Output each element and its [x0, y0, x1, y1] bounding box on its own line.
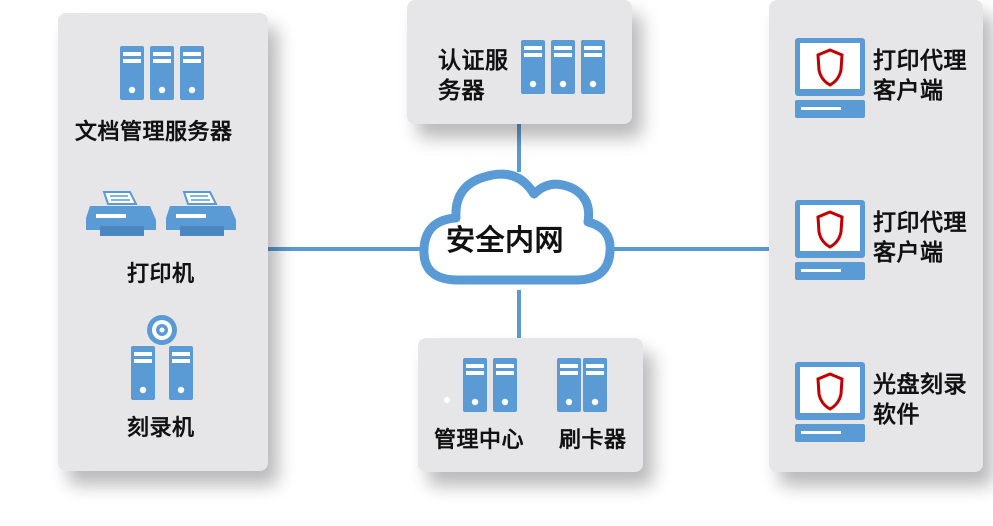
auth-server-label-line2: 务器: [438, 78, 485, 104]
client-label-line1: 打印代理: [873, 210, 967, 236]
client-label-line1: 打印代理: [873, 48, 967, 74]
printer-icon: [86, 190, 241, 242]
link-right: [605, 247, 775, 251]
burner-label: 刻录机: [127, 416, 195, 441]
printer-label: 打印机: [127, 262, 195, 287]
server-icon: [120, 46, 210, 102]
disc-burner-icon: [131, 314, 199, 402]
mgmt-center-label: 管理中心: [434, 428, 525, 453]
auth-server-label-line1: 认证服: [438, 48, 509, 74]
card-reader-label: 刷卡器: [559, 428, 627, 453]
client-label-line2: 软件: [873, 402, 920, 428]
link-top: [517, 122, 521, 172]
client-label-line2: 客户端: [873, 240, 944, 266]
cloud-icon: [416, 156, 616, 296]
link-left: [268, 247, 428, 251]
doc-server-label: 文档管理服务器: [75, 120, 233, 145]
computer-shield-icon: [795, 362, 865, 442]
server-icon: [521, 40, 611, 96]
link-bottom: [517, 290, 521, 340]
card-reader-icon: [557, 358, 613, 414]
computer-shield-icon: [795, 38, 865, 118]
server-icon: [441, 358, 521, 414]
computer-shield-icon: [795, 200, 865, 280]
client-label-line2: 客户端: [873, 78, 944, 104]
network-center-label: 安全内网: [446, 223, 565, 257]
client-label-line1: 光盘刻录: [873, 372, 967, 398]
